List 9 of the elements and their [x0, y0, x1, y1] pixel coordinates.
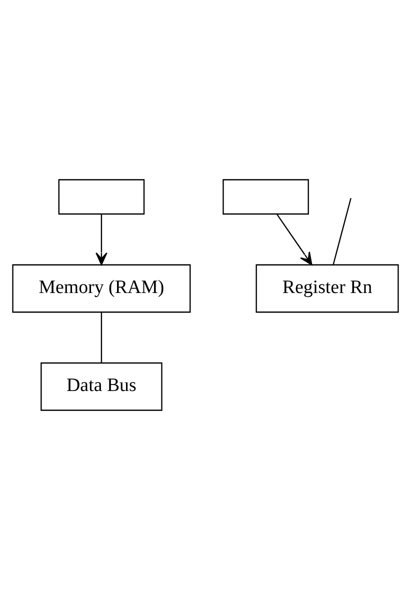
- connector: [332, 197, 352, 264]
- arrow: [276, 214, 312, 265]
- node-box: Memory (RAM): [12, 264, 191, 312]
- node-box: [222, 178, 309, 214]
- arrow: [96, 214, 108, 265]
- node-box: Register Rn: [256, 264, 399, 312]
- connector: [100, 312, 102, 362]
- node-box: Data Bus: [40, 362, 162, 410]
- node-box: [58, 178, 145, 214]
